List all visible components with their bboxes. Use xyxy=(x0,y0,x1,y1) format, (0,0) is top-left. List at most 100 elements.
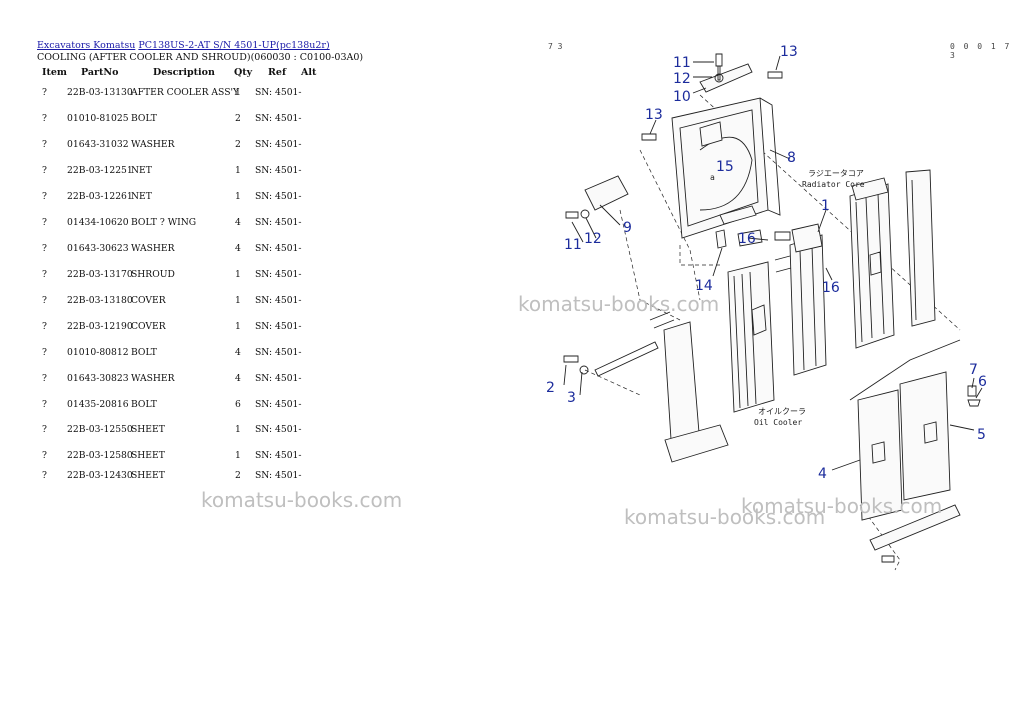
callout-3: 3 xyxy=(567,390,576,406)
header-qty: Qty xyxy=(234,67,253,78)
cell-partno: 22B-03-13130 xyxy=(67,87,133,98)
cell-qty: 4 xyxy=(235,373,241,384)
cell-item: ? xyxy=(42,139,47,150)
watermark: komatsu-books.com xyxy=(624,505,826,529)
washer xyxy=(714,73,724,83)
callout-9: 9 xyxy=(623,220,632,236)
cell-partno: 01010-81025 xyxy=(67,113,129,124)
cell-ref: SN: 4501- xyxy=(255,424,302,435)
guide-line xyxy=(584,369,641,396)
cell-item: ? xyxy=(42,243,47,254)
cell-item: ? xyxy=(42,191,47,202)
cell-item: ? xyxy=(42,87,47,98)
cell-description: COVER xyxy=(131,321,166,332)
breadcrumb-link-excavators[interactable]: Excavators Komatsu xyxy=(37,40,136,51)
callout-8: 8 xyxy=(787,150,796,166)
bolt xyxy=(565,211,579,219)
page-number-left: 7 3 xyxy=(548,42,563,51)
sheet-5 xyxy=(899,371,951,501)
washer xyxy=(580,209,590,219)
bolt xyxy=(715,53,723,81)
callout-12: 12 xyxy=(584,231,602,247)
cell-partno: 22B-03-12430 xyxy=(67,470,133,481)
callout-15: 15 xyxy=(716,159,734,175)
oil-cooler xyxy=(727,261,775,413)
cell-partno: 22B-03-12550 xyxy=(67,424,133,435)
letter-a: a xyxy=(710,173,715,182)
cell-description: WASHER xyxy=(131,139,175,150)
cell-description: NET xyxy=(131,191,152,202)
cell-ref: SN: 4501- xyxy=(255,113,302,124)
cell-partno: 22B-03-13180 xyxy=(67,295,133,306)
cell-ref: SN: 4501- xyxy=(255,243,302,254)
radiator-core xyxy=(849,177,895,349)
bolt xyxy=(967,385,981,407)
cell-ref: SN: 4501- xyxy=(255,269,302,280)
cell-description: NET xyxy=(131,165,152,176)
callout-5: 5 xyxy=(977,427,986,443)
cell-partno: 22B-03-12580 xyxy=(67,450,133,461)
cell-description: SHEET xyxy=(131,424,165,435)
watermark: komatsu-books.com xyxy=(201,488,403,512)
header-partno: PartNo xyxy=(81,67,119,78)
cell-partno: 22B-03-13170 xyxy=(67,269,133,280)
cell-description: BOLT xyxy=(131,113,157,124)
cell-qty: 1 xyxy=(235,191,241,202)
cell-description: COVER xyxy=(131,295,166,306)
breadcrumb-link-model[interactable]: PC138US-2-AT S/N 4501-UP(pc138u2r) xyxy=(138,40,330,51)
cell-qty: 2 xyxy=(235,113,241,124)
header-description: Description xyxy=(153,67,215,78)
side-bracket-edge xyxy=(911,179,917,321)
cell-qty: 1 xyxy=(235,424,241,435)
cell-item: ? xyxy=(42,450,47,461)
callout-4: 4 xyxy=(818,466,827,482)
watermark: komatsu-books.com xyxy=(518,292,720,316)
cell-partno: 01643-31032 xyxy=(67,139,129,150)
page-number-right: 0 0 0 1 7 3 xyxy=(950,42,1012,60)
cell-ref: SN: 4501- xyxy=(255,139,302,150)
callout-11: 11 xyxy=(564,237,582,253)
guide-line xyxy=(859,504,901,571)
cell-description: SHROUD xyxy=(131,269,175,280)
cell-ref: SN: 4501- xyxy=(255,295,302,306)
cell-item: ? xyxy=(42,217,47,228)
cell-description: AFTER COOLER ASS'Y xyxy=(131,87,240,98)
cell-partno: 22B-03-12251 xyxy=(67,165,133,176)
callout-13: 13 xyxy=(645,107,663,123)
cell-qty: 4 xyxy=(235,243,241,254)
callout-12: 12 xyxy=(673,71,691,87)
cell-item: ? xyxy=(42,321,47,332)
cell-ref: SN: 4501- xyxy=(255,450,302,461)
cell-ref: SN: 4501- xyxy=(255,217,302,228)
cell-partno: 01643-30623 xyxy=(67,243,129,254)
left-frame xyxy=(594,311,729,463)
cell-item: ? xyxy=(42,347,47,358)
cell-ref: SN: 4501- xyxy=(255,321,302,332)
label-oil-en: Oil Cooler xyxy=(754,418,802,427)
cell-description: SHEET xyxy=(131,470,165,481)
cell-ref: SN: 4501- xyxy=(255,373,302,384)
side-bracket xyxy=(905,169,936,327)
net xyxy=(584,175,629,211)
cell-qty: 1 xyxy=(235,321,241,332)
guide-line xyxy=(639,149,701,301)
shroud xyxy=(671,97,781,239)
label-radiator-jp: ラジエータコア xyxy=(808,169,864,178)
cell-partno: 01434-10620 xyxy=(67,217,129,228)
cell-item: ? xyxy=(42,269,47,280)
cell-qty: 4 xyxy=(235,347,241,358)
